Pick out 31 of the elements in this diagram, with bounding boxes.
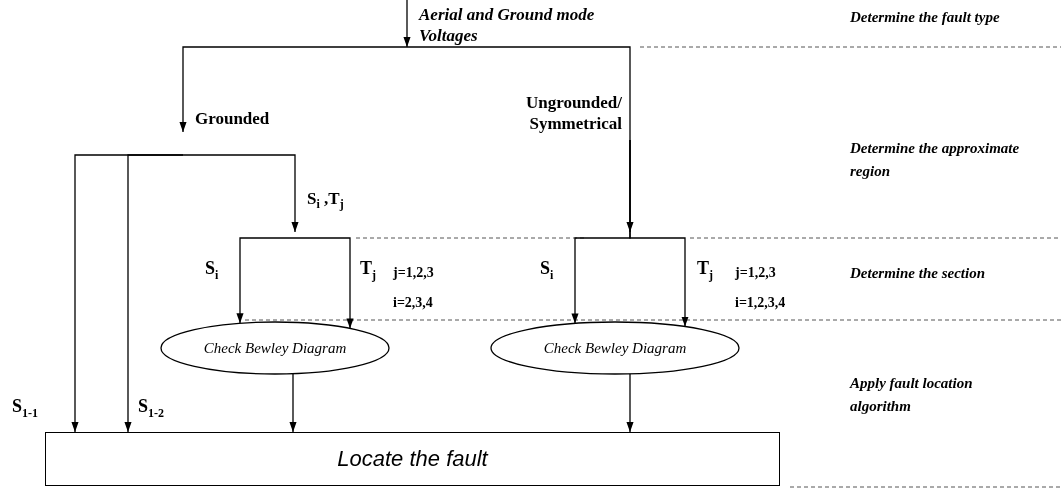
arrow [626, 373, 634, 433]
branch-label: Ungrounded/ Symmetrical [524, 92, 622, 135]
arrow [403, 0, 411, 48]
edge-label: S$_{i}$ [540, 258, 554, 283]
index-note: i=2,3,4 [393, 294, 433, 312]
index-note: j=1,2,3 [735, 264, 776, 282]
edge-label: T$_{j}$ [697, 258, 713, 283]
arrow [629, 139, 689, 328]
stage-note: Apply fault location algorithm [850, 374, 974, 416]
arrow [289, 373, 297, 433]
arrow [179, 46, 408, 133]
branch-label: Grounded [195, 108, 270, 130]
branch-label: Aerial and Ground mode Voltages [419, 4, 596, 47]
arrow [124, 154, 184, 433]
edge-label: S$_{1-1}$ [12, 396, 38, 421]
edge-label: T$_{j}$ [360, 258, 376, 283]
node-text: Check Bewley Diagram [543, 339, 687, 357]
arrow [182, 154, 299, 233]
arrow [236, 237, 296, 324]
stage-note: Determine the approximate region [850, 139, 1020, 181]
edge-label: S$_{i}$ [205, 258, 219, 283]
node-text: Check Bewley Diagram [203, 339, 347, 357]
edge-label: S$_{1-2}$ [138, 396, 164, 421]
stage-note: Determine the section [850, 264, 985, 283]
index-note: j=1,2,3 [393, 264, 434, 282]
process-box [45, 432, 780, 486]
arrow [294, 237, 354, 330]
index-note: i=1,2,3,4 [735, 294, 786, 312]
stage-note: Determine the fault type [850, 8, 1001, 27]
node-text: Locate the fault [337, 446, 488, 472]
branch-label: S$_{i}$ ,T$_{j}$ [307, 188, 344, 213]
